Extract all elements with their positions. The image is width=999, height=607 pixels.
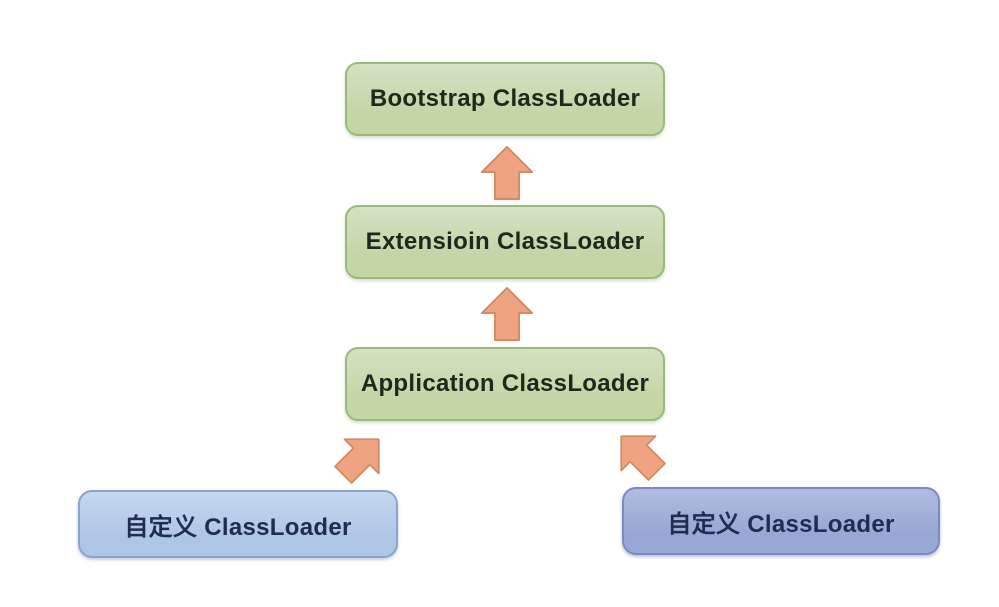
node-custom-left-label: 自定义 ClassLoader — [124, 513, 352, 541]
up-arrow-icon-application-to-extension — [480, 287, 534, 341]
node-extension-label: Extensioin ClassLoader — [365, 228, 645, 255]
node-application-label: Application ClassLoader — [360, 370, 650, 397]
node-custom-classloader-right: 自定义 ClassLoader — [622, 487, 940, 555]
up-right-arrow-icon-custom-left-to-application — [334, 438, 380, 484]
node-custom-right-label: 自定义 ClassLoader — [667, 510, 895, 538]
node-application-classloader: Application ClassLoader — [345, 347, 665, 421]
up-left-arrow-icon-custom-right-to-application — [620, 435, 666, 481]
up-arrow-icon-extension-to-bootstrap — [480, 146, 534, 200]
node-extension-classloader: Extensioin ClassLoader — [345, 205, 665, 279]
node-bootstrap-classloader: Bootstrap ClassLoader — [345, 62, 665, 136]
node-bootstrap-label: Bootstrap ClassLoader — [369, 85, 641, 112]
node-custom-classloader-left: 自定义 ClassLoader — [78, 490, 398, 558]
